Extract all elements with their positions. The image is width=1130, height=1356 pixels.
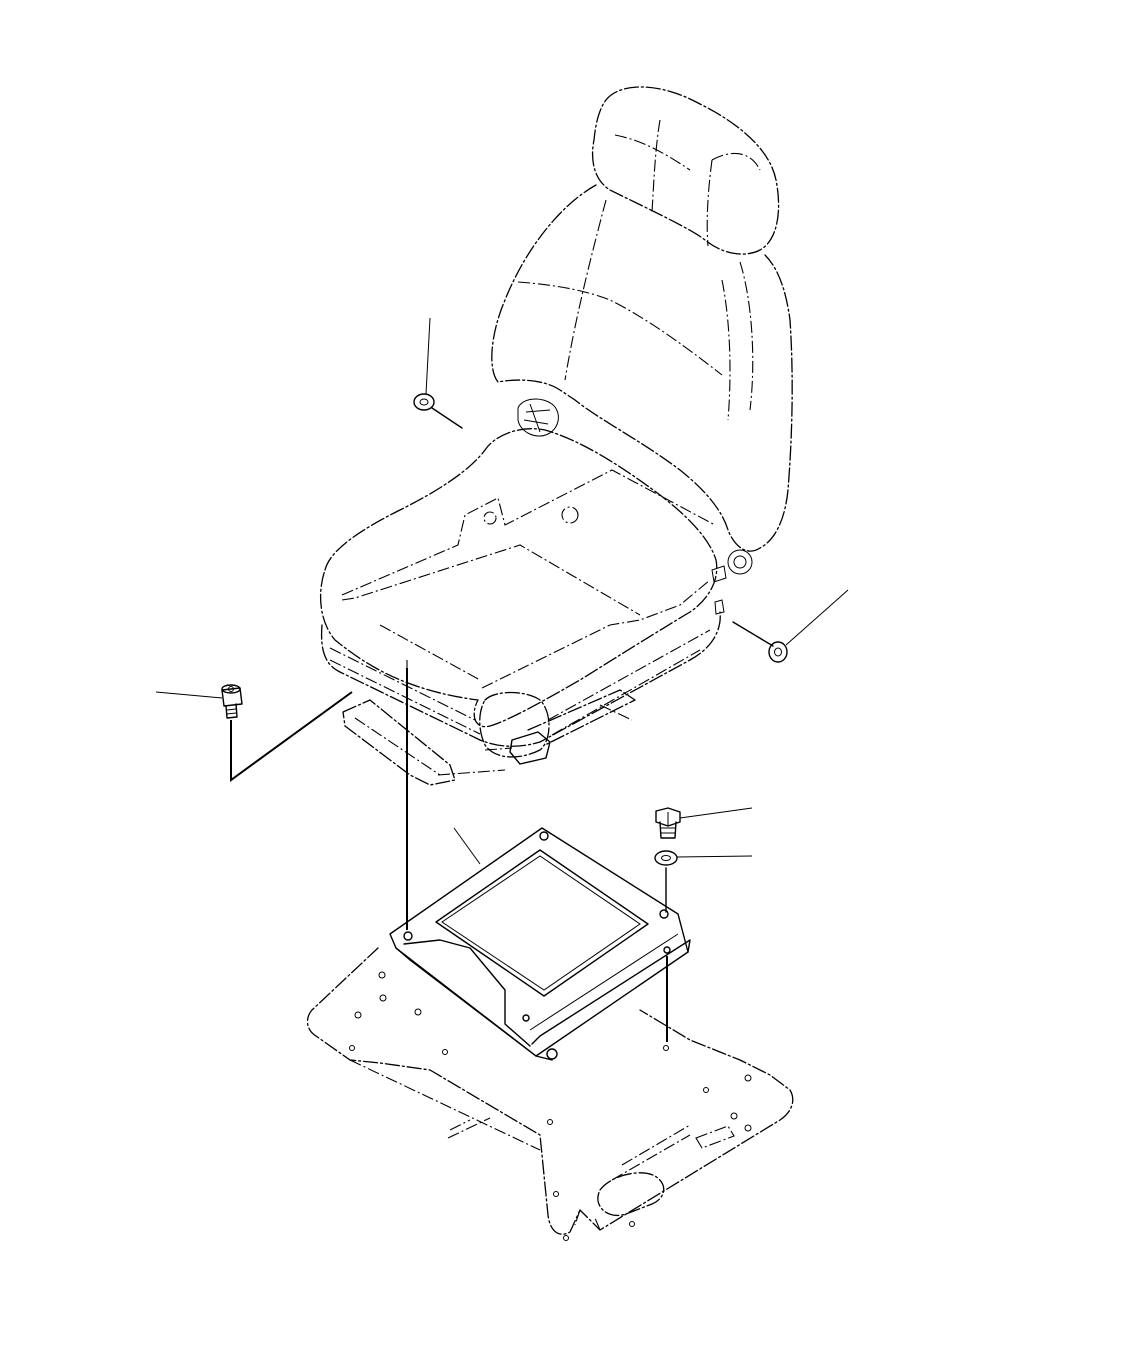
seat-cushion <box>320 428 718 728</box>
bracket-hole <box>659 909 669 919</box>
slide-adjust-handle <box>509 731 551 765</box>
washer <box>654 850 678 866</box>
recline-mechanism <box>517 398 559 437</box>
plate-slot <box>597 1172 665 1216</box>
seat-backrest <box>491 184 793 552</box>
bracket-hole <box>403 931 413 941</box>
seat-pivot <box>727 549 753 575</box>
seat-suspension <box>320 611 721 747</box>
seat-rail <box>342 699 456 786</box>
operator-seat <box>320 86 793 786</box>
hex-bolt <box>655 807 681 839</box>
bracket-hole <box>539 831 549 841</box>
socket-head-bolt <box>221 684 243 719</box>
seat-adapter-bracket <box>389 827 691 1061</box>
leader-lines <box>155 317 849 1051</box>
washer <box>768 641 788 663</box>
seat-center-knob <box>561 506 579 524</box>
seat-headrest <box>591 86 780 255</box>
seat-mounting-plate <box>306 947 794 1241</box>
washer <box>413 393 435 411</box>
